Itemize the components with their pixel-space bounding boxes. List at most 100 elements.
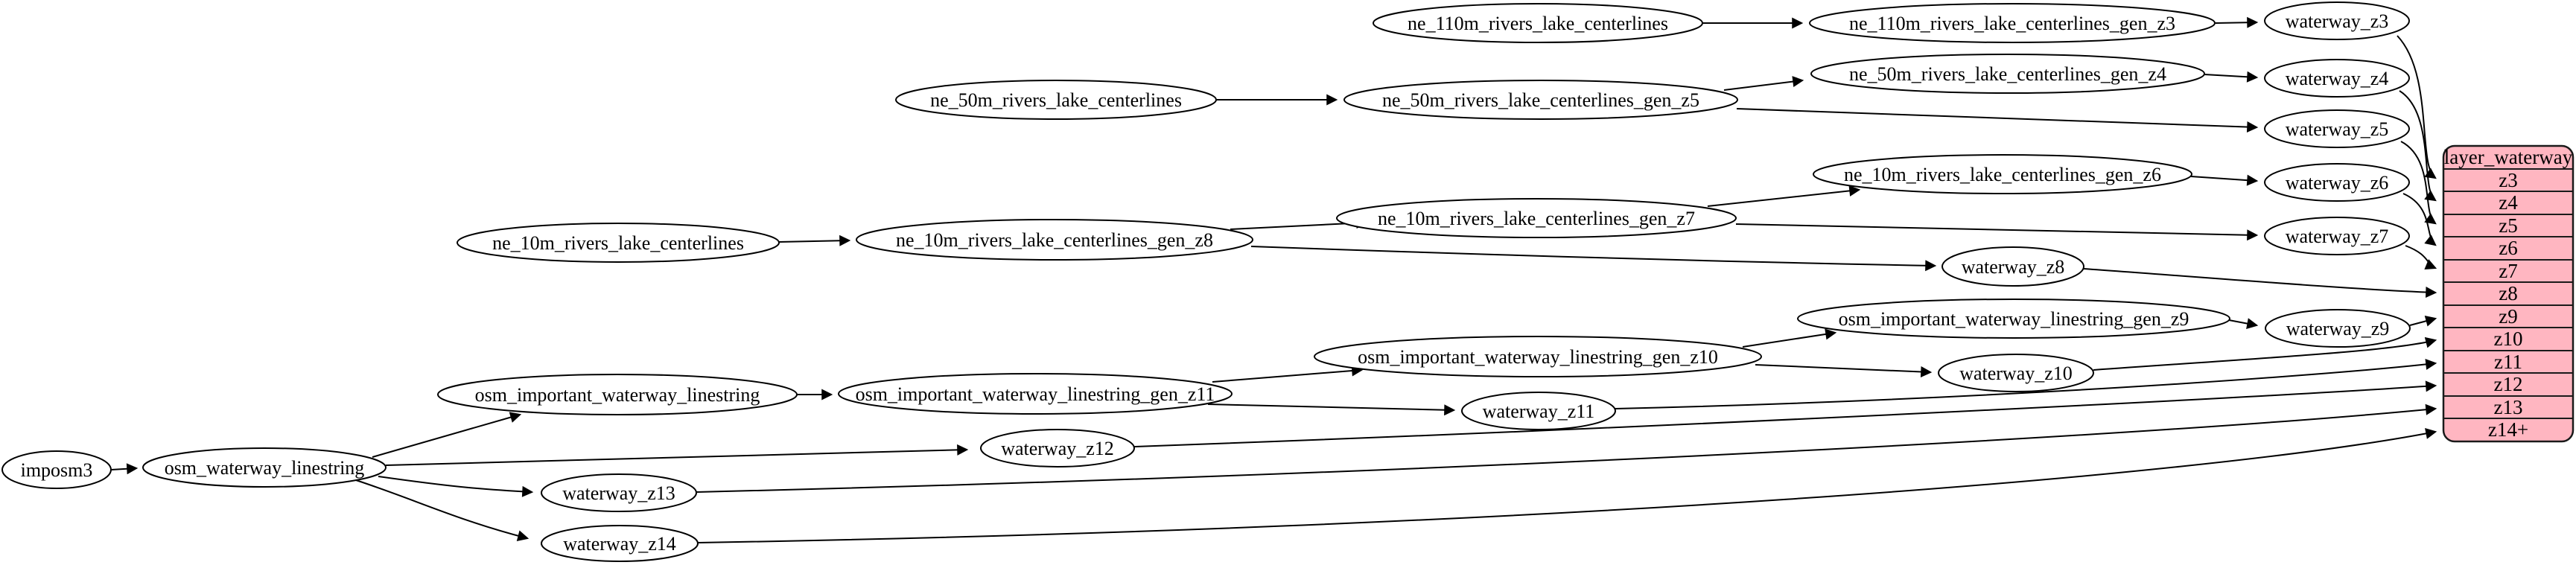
record-title: layer_waterway bbox=[2444, 146, 2573, 168]
node-osm_important_waterway_linestring-shape bbox=[437, 374, 798, 415]
node-waterway_z3: waterway_z3 bbox=[2264, 1, 2410, 40]
node-osm_important_waterway_linestring: osm_important_waterway_linestring bbox=[437, 374, 798, 415]
edge-imposm3-osm_waterway_linestring bbox=[110, 463, 139, 475]
node-imposm3-shape bbox=[1, 450, 112, 489]
node-waterway_z10-label: waterway_z10 bbox=[1959, 363, 2073, 384]
edge-gen_z8-waterway_z8 bbox=[1250, 246, 1937, 272]
edge-waterway_z8-record_z8 bbox=[2083, 268, 2437, 299]
node-ne_110m_rivers_lake_centerlines_gen_z3: ne_110m_rivers_lake_centerlines_gen_z3 bbox=[1809, 3, 2216, 43]
node-osm_important_waterway_linestring_gen_z11-shape bbox=[838, 373, 1233, 415]
node-waterway_z6-shape bbox=[2264, 163, 2410, 202]
node-ne_10m_rivers_lake_centerlines_gen_z7-label: ne_10m_rivers_lake_centerlines_gen_z7 bbox=[1378, 208, 1695, 229]
node-osm_important_waterway_linestring_gen_z10: osm_important_waterway_linestring_gen_z1… bbox=[1314, 336, 1762, 377]
node-ne_10m_rivers_lake_centerlines: ne_10m_rivers_lake_centerlines bbox=[457, 223, 780, 263]
edge-gen_z7-waterway_z7 bbox=[1735, 223, 2259, 241]
node-waterway_z11-label: waterway_z11 bbox=[1483, 401, 1595, 422]
edge-waterway_z5-record_z5 bbox=[2400, 141, 2437, 225]
node-ne_10m_rivers_lake_centerlines_gen_z6: ne_10m_rivers_lake_centerlines_gen_z6 bbox=[1813, 154, 2192, 194]
node-waterway_z3-shape bbox=[2264, 1, 2410, 40]
node-waterway_z12: waterway_z12 bbox=[980, 429, 1135, 468]
edge-gen_z10-gen_z9 bbox=[1742, 328, 1837, 348]
edge-waterway_z10-record_z10 bbox=[2093, 336, 2437, 371]
node-ne_10m_rivers_lake_centerlines_gen_z6-label: ne_10m_rivers_lake_centerlines_gen_z6 bbox=[1844, 164, 2161, 185]
node-ne_110m_rivers_lake_centerlines-label: ne_110m_rivers_lake_centerlines bbox=[1408, 13, 1668, 34]
node-osm_waterway_linestring-shape bbox=[142, 447, 387, 488]
record-row-z6: z6 bbox=[2499, 237, 2517, 259]
edge-osm_waterway_linestring-waterway_z13 bbox=[378, 476, 534, 497]
edge-osm_waterway_linestring-osm_important_waterway_linestring bbox=[372, 412, 522, 458]
record-row-z12: z12 bbox=[2494, 373, 2523, 395]
node-waterway_z4-shape bbox=[2264, 59, 2410, 98]
node-ne_50m_rivers_lake_centerlines-label: ne_50m_rivers_lake_centerlines bbox=[930, 89, 1182, 111]
edge-ne_10m-gen_z8 bbox=[778, 234, 851, 246]
node-waterway_z14-label: waterway_z14 bbox=[563, 533, 676, 555]
node-waterway_z11: waterway_z11 bbox=[1461, 392, 1616, 430]
node-waterway_z9: waterway_z9 bbox=[2265, 309, 2411, 348]
node-ne_10m_rivers_lake_centerlines_gen_z7: ne_10m_rivers_lake_centerlines_gen_z7 bbox=[1336, 198, 1737, 238]
node-ne_110m_rivers_lake_centerlines_gen_z3-shape bbox=[1809, 3, 2216, 43]
node-waterway_z11-shape bbox=[1461, 392, 1616, 430]
node-waterway_z4-label: waterway_z4 bbox=[2286, 68, 2389, 89]
node-waterway_z7-label: waterway_z7 bbox=[2286, 226, 2389, 247]
node-waterway_z12-shape bbox=[980, 429, 1135, 468]
node-ne_10m_rivers_lake_centerlines-shape bbox=[457, 223, 780, 263]
record-row-z4: z4 bbox=[2499, 191, 2518, 214]
edge-waterway_z6-record_z6 bbox=[2402, 193, 2437, 246]
node-ne_50m_rivers_lake_centerlines_gen_z5-shape bbox=[1343, 80, 1738, 120]
node-ne_10m_rivers_lake_centerlines_gen_z8-shape bbox=[856, 219, 1253, 261]
node-waterway_z12-label: waterway_z12 bbox=[1001, 438, 1114, 459]
node-osm_important_waterway_linestring_gen_z10-shape bbox=[1314, 336, 1762, 377]
node-ne_50m_rivers_lake_centerlines: ne_50m_rivers_lake_centerlines bbox=[895, 80, 1217, 120]
edge-waterway_z3-record_z3 bbox=[2397, 35, 2437, 179]
record-row-z7: z7 bbox=[2499, 260, 2517, 282]
record-row-z14: z14+ bbox=[2488, 418, 2528, 441]
node-ne_10m_rivers_lake_centerlines-label: ne_10m_rivers_lake_centerlines bbox=[492, 232, 744, 254]
node-waterway_z7: waterway_z7 bbox=[2264, 217, 2410, 255]
node-imposm3-label: imposm3 bbox=[21, 459, 93, 481]
node-waterway_z6-label: waterway_z6 bbox=[2286, 172, 2389, 194]
edge-waterway_z4-record_z4 bbox=[2399, 90, 2437, 202]
node-waterway_z9-label: waterway_z9 bbox=[2286, 318, 2390, 339]
node-ne_10m_rivers_lake_centerlines_gen_z6-shape bbox=[1813, 154, 2192, 194]
node-ne_110m_rivers_lake_centerlines: ne_110m_rivers_lake_centerlines bbox=[1373, 3, 1703, 43]
node-waterway_z9-shape bbox=[2265, 309, 2411, 348]
node-waterway_z10: waterway_z10 bbox=[1938, 354, 2094, 392]
node-waterway_z13: waterway_z13 bbox=[541, 473, 697, 512]
record-row-z9: z9 bbox=[2499, 305, 2517, 328]
record-layer_waterway-shape bbox=[2442, 144, 2575, 443]
edge-waterway_z7-record_z7 bbox=[2405, 245, 2437, 270]
record-row-z5: z5 bbox=[2499, 214, 2517, 237]
node-osm_important_waterway_linestring_gen_z9-label: osm_important_waterway_linestring_gen_z9 bbox=[1839, 308, 2189, 330]
node-osm_important_waterway_linestring_gen_z9: osm_important_waterway_linestring_gen_z9 bbox=[1797, 299, 2230, 339]
node-waterway_z14-shape bbox=[541, 525, 699, 562]
node-osm_important_waterway_linestring_gen_z9-shape bbox=[1797, 299, 2230, 339]
node-ne_110m_rivers_lake_centerlines-shape bbox=[1373, 3, 1703, 43]
record-row-z11: z11 bbox=[2494, 351, 2522, 373]
edge-gen_z11-waterway_z11 bbox=[1207, 403, 1456, 416]
record-row-z3: z3 bbox=[2499, 169, 2517, 191]
node-osm_important_waterway_linestring_gen_z10-label: osm_important_waterway_linestring_gen_z1… bbox=[1358, 346, 1718, 368]
edge-gen_z11-gen_z10 bbox=[1212, 365, 1364, 383]
edge-gen_z5-waterway_z5 bbox=[1736, 108, 2259, 133]
node-waterway_z6: waterway_z6 bbox=[2264, 163, 2410, 202]
node-waterway_z5: waterway_z5 bbox=[2264, 109, 2410, 148]
edge-osm_waterway_linestring-waterway_z14 bbox=[355, 479, 529, 542]
node-waterway_z7-shape bbox=[2264, 217, 2410, 255]
edge-gen_z3-waterway_z3 bbox=[2215, 16, 2259, 28]
edge-gen_z7-gen_z6 bbox=[1707, 185, 1861, 207]
node-ne_10m_rivers_lake_centerlines_gen_z7-shape bbox=[1336, 198, 1737, 238]
node-osm_waterway_linestring-label: osm_waterway_linestring bbox=[165, 457, 365, 479]
edge-osm_waterway_linestring-waterway_z12 bbox=[385, 444, 969, 466]
node-ne_10m_rivers_lake_centerlines_gen_z8-label: ne_10m_rivers_lake_centerlines_gen_z8 bbox=[896, 229, 1213, 251]
edge-waterway_z9-record_z9 bbox=[2409, 316, 2437, 327]
node-waterway_z3-label: waterway_z3 bbox=[2286, 10, 2389, 32]
node-waterway_z5-shape bbox=[2264, 109, 2410, 148]
node-imposm3: imposm3 bbox=[1, 450, 112, 489]
edge-gen_z5-gen_z4 bbox=[1723, 76, 1804, 91]
node-osm_important_waterway_linestring-label: osm_important_waterway_linestring bbox=[475, 384, 760, 406]
edge-waterway_z11-record_z11 bbox=[1615, 358, 2437, 409]
node-osm_important_waterway_linestring_gen_z11-label: osm_important_waterway_linestring_gen_z1… bbox=[856, 383, 1215, 405]
node-waterway_z8: waterway_z8 bbox=[1941, 246, 2084, 287]
edge-waterway_z13-record_z13 bbox=[696, 403, 2437, 493]
node-ne_50m_rivers_lake_centerlines-shape bbox=[895, 80, 1217, 120]
